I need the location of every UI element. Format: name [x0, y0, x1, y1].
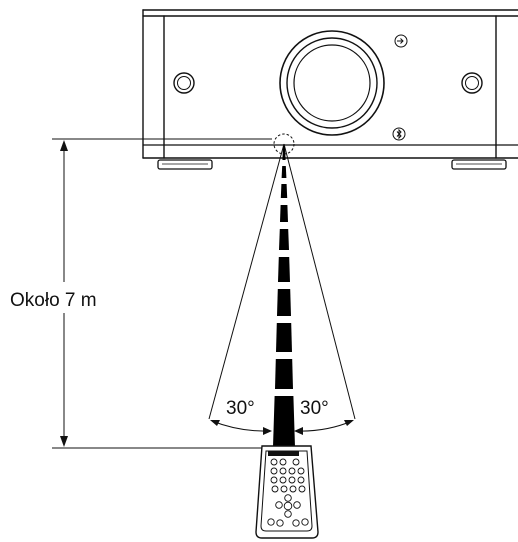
distance-arrow: [60, 140, 68, 447]
distance-label: Około 7 m: [10, 290, 97, 311]
angle-label-left: 30°: [226, 398, 255, 419]
remote-buttons: [267, 458, 309, 527]
ir-beam: [273, 146, 295, 447]
left-knob: [173, 72, 195, 94]
amplifier-feet: [157, 159, 507, 170]
remote-control: [255, 445, 319, 539]
angle-arc-right: [294, 420, 354, 435]
input-icon: [394, 34, 408, 48]
signal-cone: [208, 143, 356, 420]
volume-knob: [279, 30, 385, 136]
angle-label-right: 30°: [300, 398, 329, 419]
bluetooth-icon: [392, 127, 406, 141]
right-knob: [461, 72, 483, 94]
angle-arc-left: [210, 420, 272, 435]
amplifier-unit: [142, 9, 518, 159]
